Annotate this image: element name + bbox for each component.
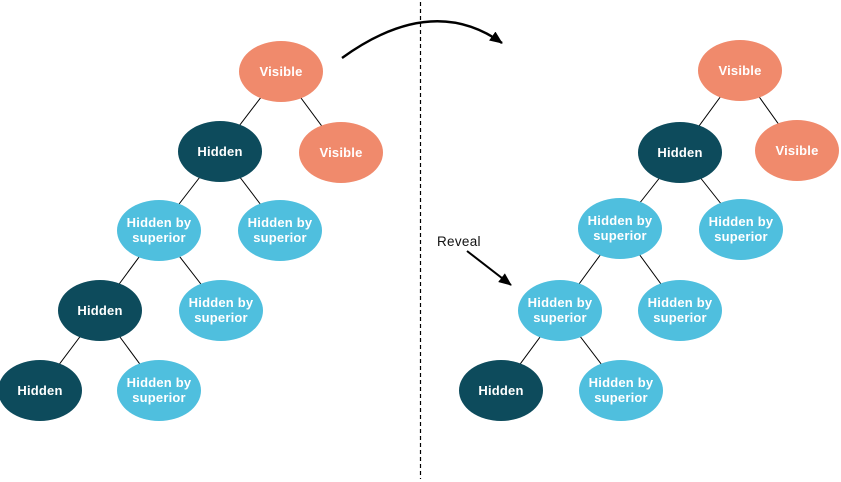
tree-edge-after	[739, 69, 798, 151]
reveal-arrow	[466, 250, 512, 286]
tree-edge-before	[219, 150, 281, 231]
transform-arrow	[341, 20, 503, 59]
tree-edge-before	[219, 70, 282, 152]
tree-edge-after	[619, 151, 681, 229]
tree-edge-before	[158, 229, 222, 311]
tree-edge-after	[559, 227, 621, 311]
tree-edge-after	[679, 151, 742, 230]
tree-edge-after	[500, 309, 561, 391]
tree-edge-before	[39, 309, 101, 391]
tree-edge-before	[99, 309, 160, 391]
tree-edge-after	[559, 309, 622, 391]
reveal-label: Reveal	[437, 234, 481, 249]
tree-edge-after	[679, 69, 741, 153]
tree-edge-before	[158, 150, 221, 231]
tree-edge-before	[99, 229, 160, 311]
tree-edge-after	[619, 227, 681, 311]
tree-edge-before	[280, 70, 342, 153]
